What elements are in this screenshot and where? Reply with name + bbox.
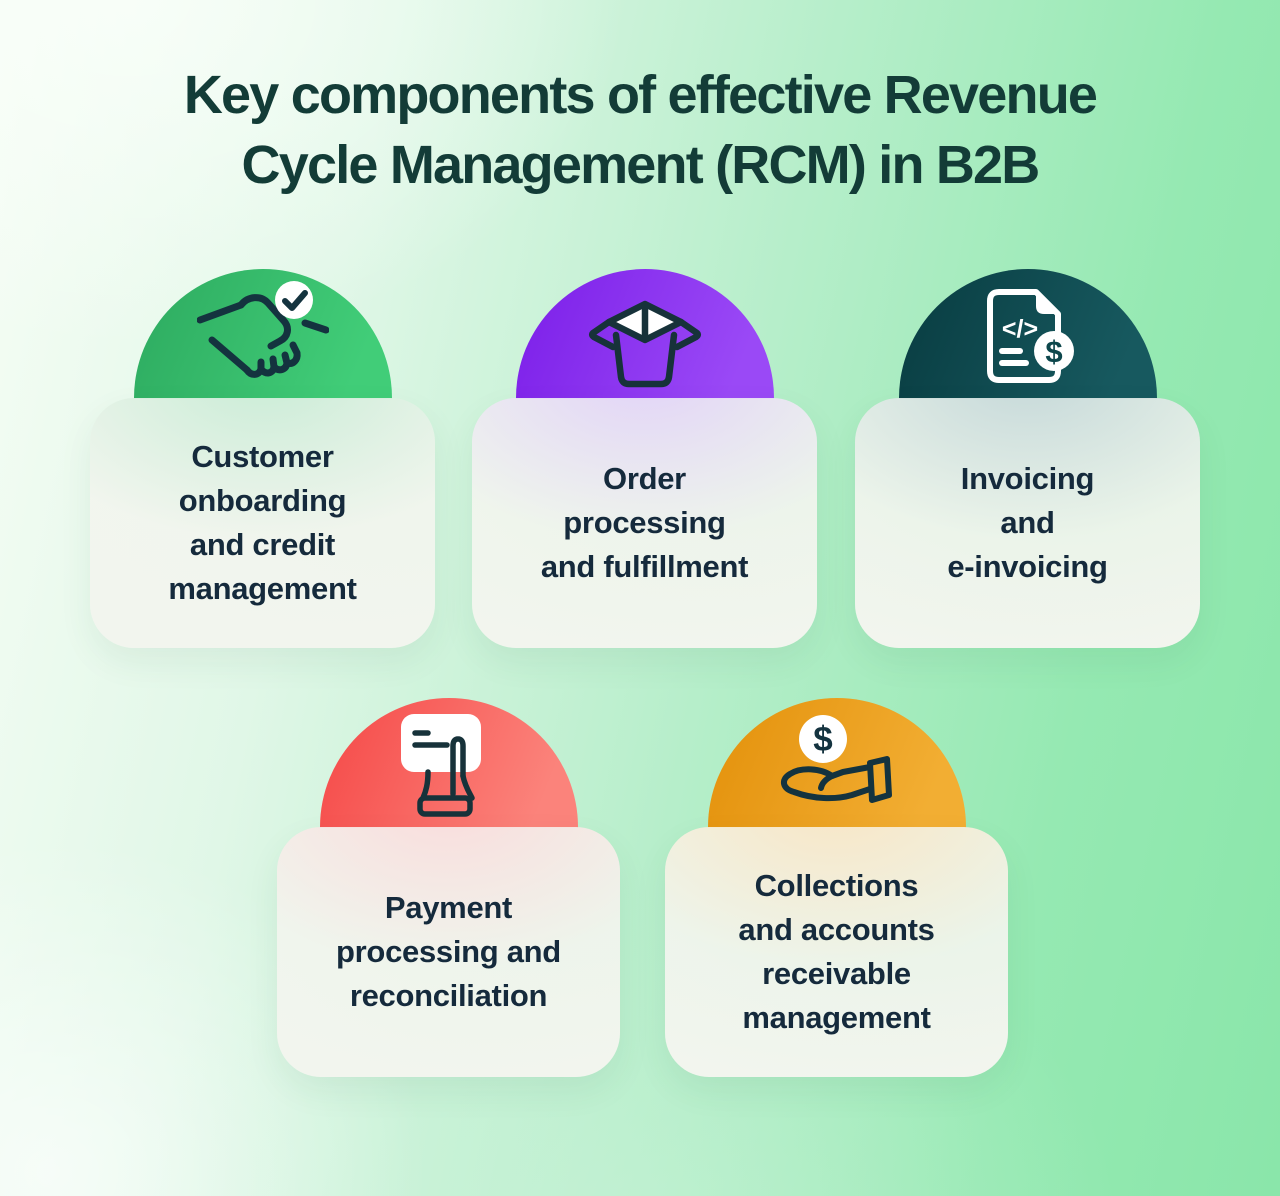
card-label-line: management <box>742 1000 931 1036</box>
card-label-line: Payment <box>384 889 513 925</box>
page-title: Key components of effective Revenue Cycl… <box>0 60 1280 200</box>
card-label-line: processing <box>563 504 726 540</box>
card-label-line: reconciliation <box>349 978 548 1013</box>
order-processing-badge <box>515 269 774 399</box>
card-label: Collections and accounts receivable mana… <box>738 864 935 1040</box>
card-label: Order processing and fulfillment <box>540 457 749 589</box>
customer-onboarding-badge <box>133 269 392 399</box>
card-label-line: Invoicing <box>960 460 1095 496</box>
handshake-check-icon <box>196 281 329 378</box>
collections-badge: $ <box>707 698 966 828</box>
card-label-line: management <box>168 571 357 607</box>
open-box-icon <box>588 300 701 388</box>
collections-card: Collections and accounts receivable mana… <box>665 827 1008 1077</box>
payment-processing-badge <box>319 698 578 828</box>
invoicing-badge: </> $ <box>898 269 1157 399</box>
card-label-line: onboarding <box>178 482 347 518</box>
order-processing-card: Order processing and fulfillment <box>472 398 817 648</box>
hand-receiving-dollar-icon: $ <box>780 715 892 803</box>
component-customer-onboarding: Customer onboarding and credit managemen… <box>90 269 435 649</box>
page-title-line-2: Cycle Management (RCM) in B2B <box>241 135 1041 196</box>
card-label-line: e-invoicing <box>947 549 1108 584</box>
component-payment-processing: Payment processing and reconciliation <box>277 698 620 1078</box>
card-label: Payment processing and reconciliation <box>336 886 561 1018</box>
card-label-line: Customer <box>191 438 334 474</box>
card-in-hand-icon <box>400 714 481 817</box>
card-label-line: receivable <box>762 956 911 991</box>
component-invoicing: </> $ Invoicing and e-invoicing <box>855 269 1200 649</box>
card-label-line: and fulfillment <box>540 549 749 584</box>
component-collections: $ Collections and accounts receivable ma… <box>665 698 1008 1078</box>
card-label: Invoicing and e-invoicing <box>947 457 1108 589</box>
card-label: Customer onboarding and credit managemen… <box>168 435 357 611</box>
svg-text:$: $ <box>813 720 832 759</box>
svg-text:</>: </> <box>1001 315 1037 343</box>
page-title-line-1: Key components of effective Revenue <box>183 65 1098 125</box>
card-label-line: and <box>1000 504 1055 540</box>
card-label-line: and credit <box>189 527 336 562</box>
e-invoice-document-icon: </> $ <box>986 289 1074 383</box>
card-label-line: Collections <box>754 867 919 903</box>
card-label-line: processing and <box>336 933 561 969</box>
svg-text:$: $ <box>1045 334 1062 369</box>
card-label-line: and accounts <box>738 911 935 947</box>
customer-onboarding-card: Customer onboarding and credit managemen… <box>90 398 435 648</box>
card-label-line: Order <box>603 460 686 496</box>
payment-processing-card: Payment processing and reconciliation <box>277 827 620 1077</box>
invoicing-card: Invoicing and e-invoicing <box>855 398 1200 648</box>
component-order-processing: Order processing and fulfillment <box>472 269 817 649</box>
